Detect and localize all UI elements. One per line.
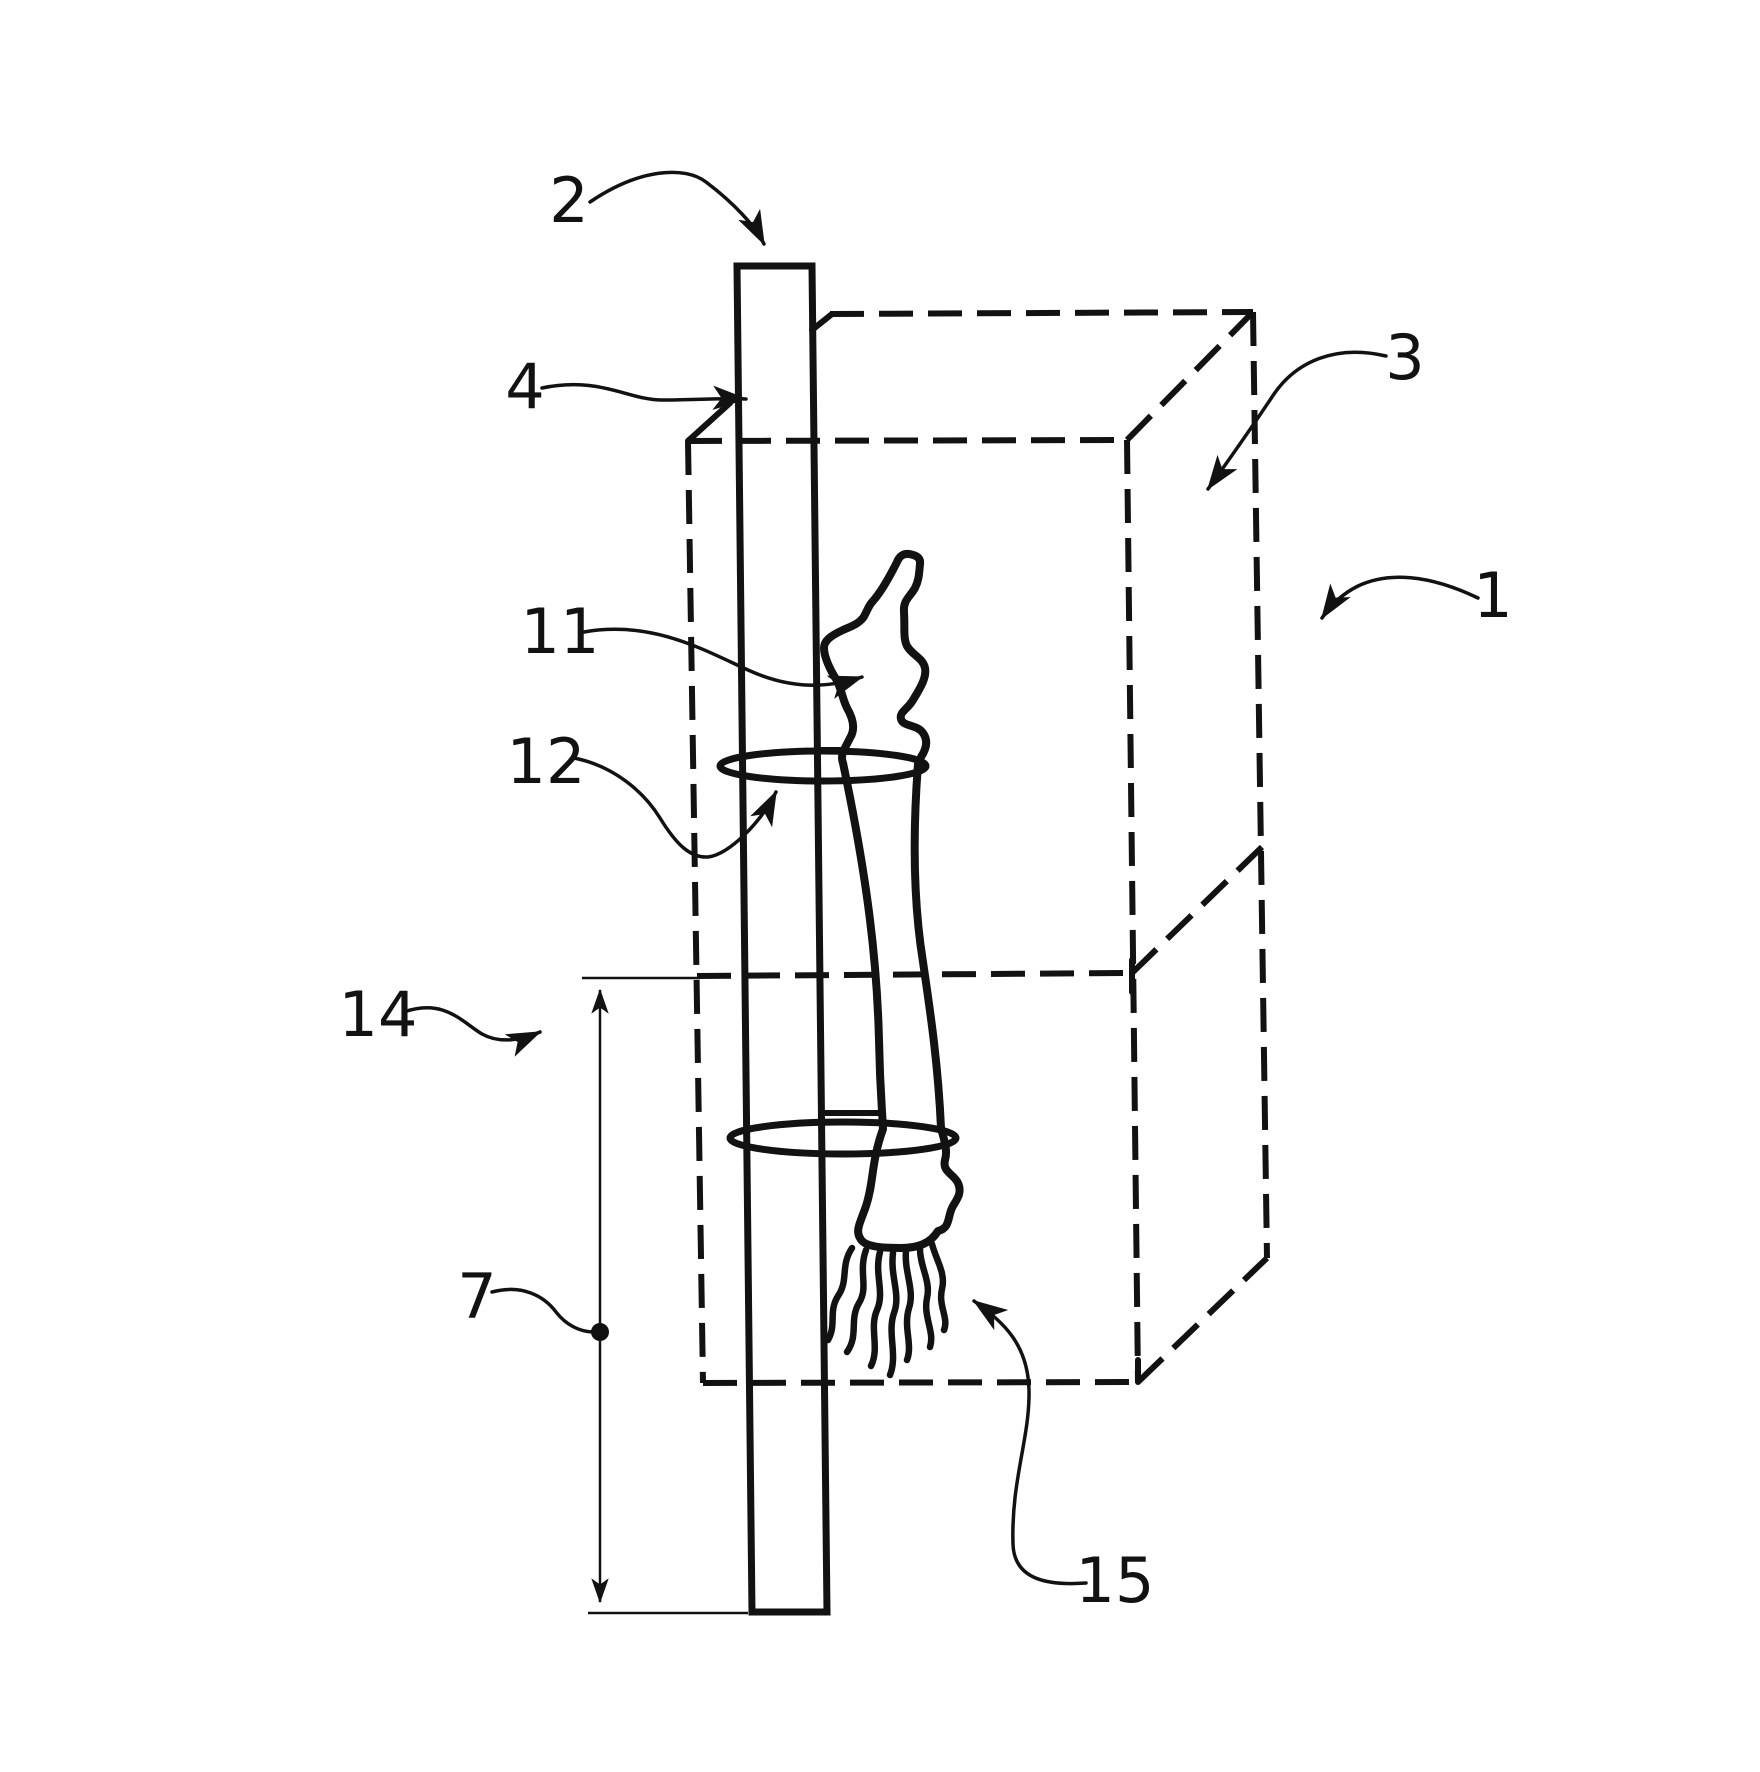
root-strand-5	[902, 1247, 915, 1364]
ref-label-15: 15	[1076, 1544, 1155, 1617]
leader-15	[972, 1299, 1088, 1586]
box-bottom-right-diagonal	[1135, 1255, 1270, 1385]
ref-label-1: 1	[1473, 559, 1512, 632]
plate-rod-bar	[733, 262, 831, 1616]
ref-label-7: 7	[457, 1260, 496, 1333]
leader-3	[1206, 350, 1388, 491]
root-strand-6	[916, 1245, 935, 1351]
ref-label-2: 2	[549, 164, 588, 237]
box-mid-section-diagonal	[1129, 844, 1265, 976]
box-back-top-edge	[829, 309, 1254, 317]
fixing-rings	[716, 747, 960, 1158]
ref-label-14: 14	[339, 978, 418, 1051]
leader-lines	[402, 170, 1480, 1586]
box-front-right-edge	[1124, 439, 1141, 1383]
box-front-top-edge	[687, 437, 1128, 444]
root-strand-2	[843, 1246, 870, 1356]
leader-7-dot	[591, 1323, 609, 1341]
leader-2	[588, 170, 766, 246]
bone-outline	[820, 549, 964, 1252]
root-strand-7	[928, 1240, 949, 1334]
mould-box-dashed-outline	[685, 309, 1270, 1386]
box-top-right-diagonal	[1124, 309, 1256, 443]
ref-label-11: 11	[521, 595, 600, 668]
leader-12	[572, 756, 778, 859]
box-mid-section-edge	[696, 970, 1133, 979]
leader-1	[1320, 575, 1480, 620]
leader-4	[540, 382, 748, 411]
box-front-left-edge	[685, 440, 706, 1384]
box-top-left-diagonal-stub-front	[685, 400, 733, 444]
root-strand-3	[867, 1248, 884, 1370]
ref-label-4: 4	[505, 350, 544, 423]
reference-numerals: 2 4 3 1 11 12 14 7 15	[339, 164, 1513, 1617]
box-back-right-edge	[1250, 311, 1270, 1259]
ref-label-3: 3	[1385, 321, 1424, 394]
ref-label-12: 12	[507, 725, 586, 798]
leader-7	[490, 1287, 596, 1334]
root-strand-1	[824, 1244, 856, 1344]
dimension-7	[582, 976, 748, 1615]
leader-14	[402, 1006, 542, 1057]
upper-ring	[716, 747, 930, 785]
box-bottom-front-edge	[702, 1379, 1139, 1386]
lower-ring	[726, 1118, 960, 1158]
root-strand-4	[886, 1249, 900, 1379]
root-strands	[824, 1240, 949, 1379]
leader-11	[582, 627, 864, 699]
